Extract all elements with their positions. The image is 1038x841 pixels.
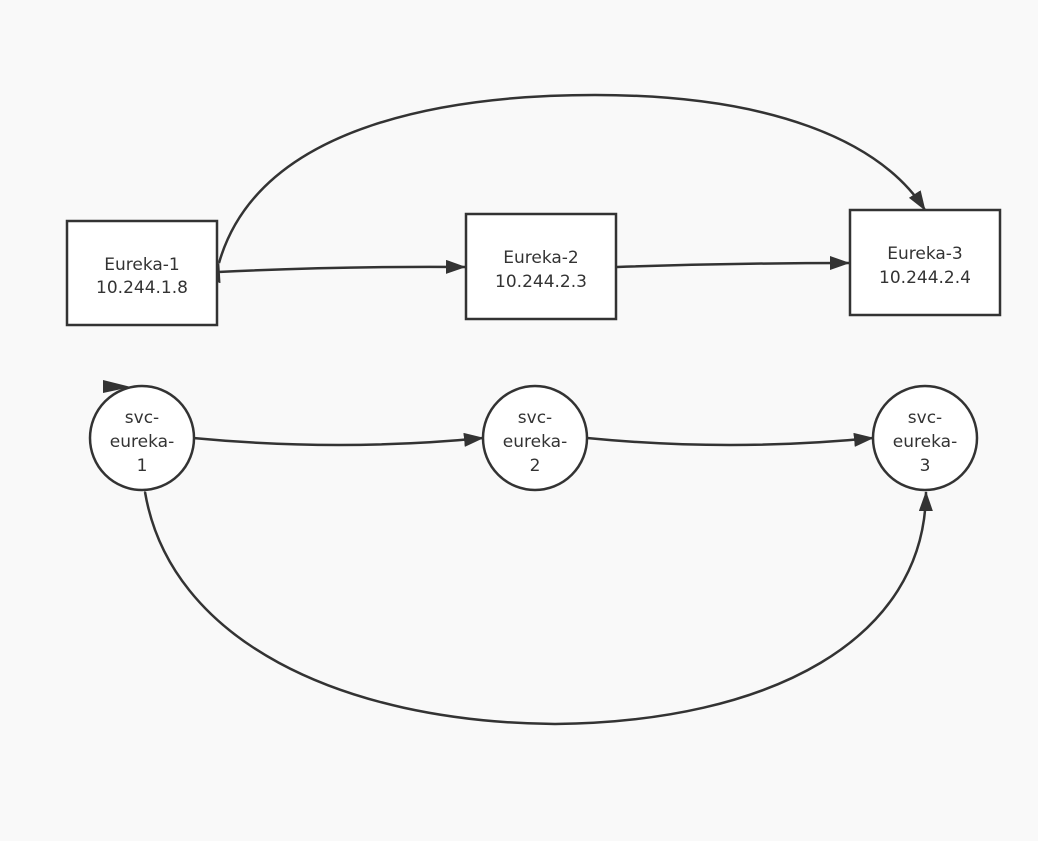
svc-label-line: svc- — [125, 408, 159, 428]
pod-name: Eureka-1 — [104, 255, 180, 275]
pod-node-eureka-1[interactable]: Eureka-1 10.244.1.8 — [65, 219, 219, 327]
svc-node-eureka-1[interactable]: svc- eureka- 1 — [88, 384, 196, 492]
pod-node-eureka-2[interactable]: Eureka-2 10.244.2.3 — [464, 212, 618, 321]
pod-ip: 10.244.2.4 — [879, 268, 971, 288]
svc-label-line: svc- — [908, 408, 942, 428]
pod-ip: 10.244.2.3 — [495, 272, 587, 292]
pod-name: Eureka-2 — [503, 248, 579, 268]
pod-node-eureka-3[interactable]: Eureka-3 10.244.2.4 — [848, 208, 1002, 317]
svc-label-line: eureka- — [110, 432, 174, 452]
svc-node-eureka-3[interactable]: svc- eureka- 3 — [871, 384, 979, 492]
svc-node-eureka-2[interactable]: svc- eureka- 2 — [481, 384, 589, 492]
edge-svc1-svc2[interactable] — [173, 429, 484, 447]
edge-eureka1-eureka2[interactable] — [198, 259, 466, 280]
svc-label-line: 3 — [920, 456, 931, 476]
edge-eureka2-eureka3[interactable] — [597, 256, 850, 275]
svc-label-line: 2 — [530, 456, 541, 476]
edge-eureka1-eureka3[interactable] — [207, 93, 927, 284]
edge-svc1-svc3[interactable] — [134, 472, 933, 726]
svc-label-line: 1 — [137, 456, 148, 476]
pod-ip: 10.244.1.8 — [96, 278, 188, 298]
stray-arrowhead-icon — [103, 380, 131, 393]
edge-svc2-svc3[interactable] — [567, 429, 874, 447]
pod-name: Eureka-3 — [887, 244, 963, 264]
svc-label-line: eureka- — [893, 432, 957, 452]
svc-label-line: eureka- — [503, 432, 567, 452]
svc-label-line: svc- — [518, 408, 552, 428]
